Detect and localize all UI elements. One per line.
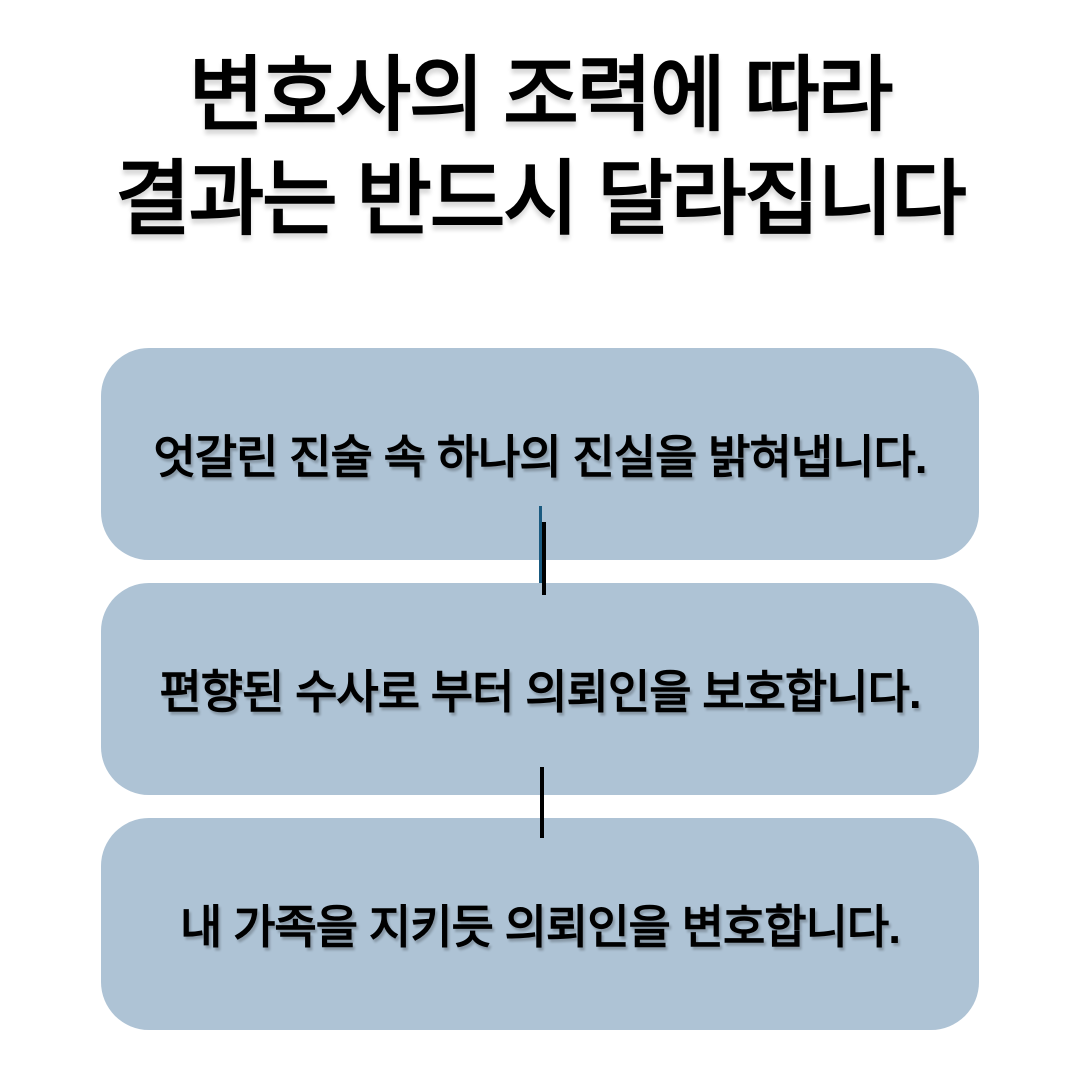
benefit-box-1-label: 엇갈린 진술 속 하나의 진실을 밝혀냅니다. [153,431,927,483]
benefit-box-2: 편향된 수사로 부터 의뢰인을 보호합니다. [101,583,979,795]
benefit-box-3: 내 가족을 지키듯 의뢰인을 변호합니다. [101,818,979,1030]
connector-line-2 [540,767,544,838]
benefit-diagram: 엇갈린 진술 속 하나의 진실을 밝혀냅니다. 편향된 수사로 부터 의뢰인을 … [101,348,979,1030]
connector-accent-line-1 [539,506,542,583]
page-title-line-2: 결과는 반드시 달라집니다 [115,154,966,245]
connector-line-1 [542,522,546,595]
page-title-line-1: 변호사의 조력에 따라 [188,50,894,141]
benefit-box-3-label: 내 가족을 지키듯 의뢰인을 변호합니다. [179,901,901,953]
page-title: 변호사의 조력에 따라 결과는 반드시 달라집니다 [0,44,1080,252]
benefit-box-2-label: 편향된 수사로 부터 의뢰인을 보호합니다. [159,666,921,718]
